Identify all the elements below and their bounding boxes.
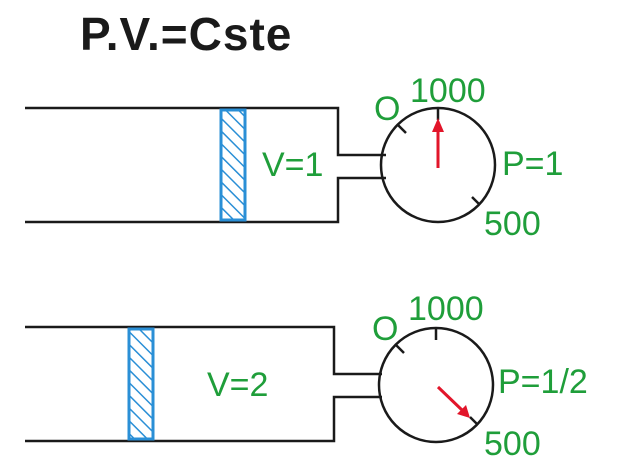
- cylinder-2-volume-label: V=2: [207, 366, 268, 404]
- gauge-1-bottom-label: 500: [484, 205, 541, 243]
- cylinder-2-pressure-label: P=1/2: [498, 363, 588, 401]
- gauge-1: O 1000 500: [374, 72, 541, 243]
- gauge-1-zero-label: O: [374, 90, 400, 128]
- gauge-2-zero-label: O: [372, 310, 398, 348]
- gauge-2-needle: [436, 385, 465, 413]
- gauge-1-needle-arrowhead: [432, 118, 444, 132]
- gauge-2-top-label: 1000: [408, 290, 484, 328]
- cylinder-1-piston: [219, 108, 247, 222]
- diagram-title: P.V.=Cste: [80, 8, 292, 60]
- cylinder-2-piston: [127, 327, 155, 441]
- cylinder-2-body: [25, 325, 382, 443]
- gauge-1-tick-500: [471, 196, 481, 206]
- gauge-2-bottom-label: 500: [484, 425, 541, 463]
- gauge-2-needle-arrowhead: [457, 405, 470, 418]
- gauge-2-tick-zero: [395, 344, 405, 354]
- cylinder-1-pressure-label: P=1: [502, 145, 563, 183]
- gauge-1-top-label: 1000: [410, 72, 486, 110]
- gauge-2: O 1000 500: [372, 290, 541, 463]
- cylinder-1-volume-label: V=1: [262, 146, 323, 184]
- gauge-2-tick-500: [469, 416, 479, 426]
- cylinder-2: V=2 O 1000 500 P=1/2: [25, 290, 588, 463]
- cylinder-1-body: [25, 106, 386, 224]
- gauge-1-tick-zero: [397, 124, 407, 134]
- cylinder-1: V=1 O 1000 500 P=1: [25, 72, 563, 243]
